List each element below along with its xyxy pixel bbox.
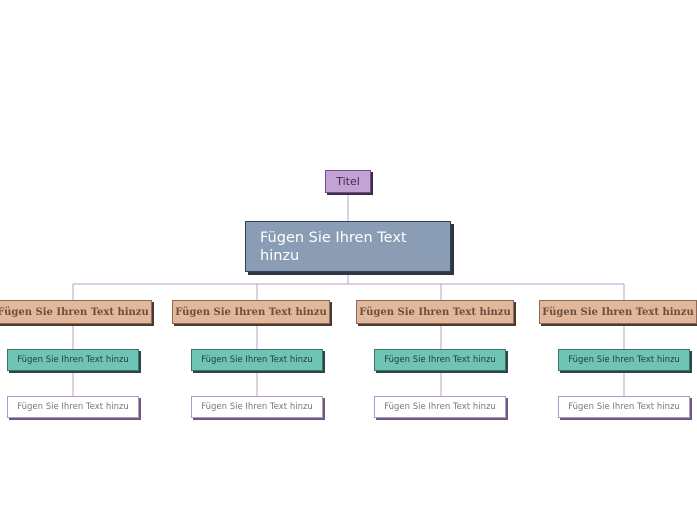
branch-3-level1-node[interactable]: Fügen Sie Ihren Text hinzu bbox=[356, 300, 514, 324]
branch-2-level2-label: Fügen Sie Ihren Text hinzu bbox=[201, 355, 313, 365]
branch-4-level3-label: Fügen Sie Ihren Text hinzu bbox=[568, 402, 680, 412]
branch-3-level1-label: Fügen Sie Ihren Text hinzu bbox=[359, 306, 511, 318]
branch-4-level2-node[interactable]: Fügen Sie Ihren Text hinzu bbox=[558, 349, 690, 371]
branch-3-level3-node[interactable]: Fügen Sie Ihren Text hinzu bbox=[374, 396, 506, 418]
branch-2-level1-label: Fügen Sie Ihren Text hinzu bbox=[175, 306, 327, 318]
branch-2-level3-label: Fügen Sie Ihren Text hinzu bbox=[201, 402, 313, 412]
branch-2-level1-node[interactable]: Fügen Sie Ihren Text hinzu bbox=[172, 300, 330, 324]
branch-2-level3-node[interactable]: Fügen Sie Ihren Text hinzu bbox=[191, 396, 323, 418]
title-node-label: Titel bbox=[336, 175, 360, 188]
branch-4-level2-label: Fügen Sie Ihren Text hinzu bbox=[568, 355, 680, 365]
branch-1-level1-label: Fügen Sie Ihren Text hinzu bbox=[0, 306, 149, 318]
main-topic-node[interactable]: Fügen Sie Ihren Text hinzu bbox=[245, 221, 451, 272]
branch-4-level1-node[interactable]: Fügen Sie Ihren Text hinzu bbox=[539, 300, 697, 324]
branch-1-level3-node[interactable]: Fügen Sie Ihren Text hinzu bbox=[7, 396, 139, 418]
branch-4-level3-node[interactable]: Fügen Sie Ihren Text hinzu bbox=[558, 396, 690, 418]
branch-2-level2-node[interactable]: Fügen Sie Ihren Text hinzu bbox=[191, 349, 323, 371]
branch-1-level1-node[interactable]: Fügen Sie Ihren Text hinzu bbox=[0, 300, 152, 324]
branch-1-level2-node[interactable]: Fügen Sie Ihren Text hinzu bbox=[7, 349, 139, 371]
branch-3-level3-label: Fügen Sie Ihren Text hinzu bbox=[384, 402, 496, 412]
branch-4-level1-label: Fügen Sie Ihren Text hinzu bbox=[542, 306, 694, 318]
branch-1-level2-label: Fügen Sie Ihren Text hinzu bbox=[17, 355, 129, 365]
branch-3-level2-node[interactable]: Fügen Sie Ihren Text hinzu bbox=[374, 349, 506, 371]
main-topic-label: Fügen Sie Ihren Text hinzu bbox=[260, 229, 407, 264]
title-node[interactable]: Titel bbox=[325, 170, 371, 193]
branch-3-level2-label: Fügen Sie Ihren Text hinzu bbox=[384, 355, 496, 365]
branch-1-level3-label: Fügen Sie Ihren Text hinzu bbox=[17, 402, 129, 412]
